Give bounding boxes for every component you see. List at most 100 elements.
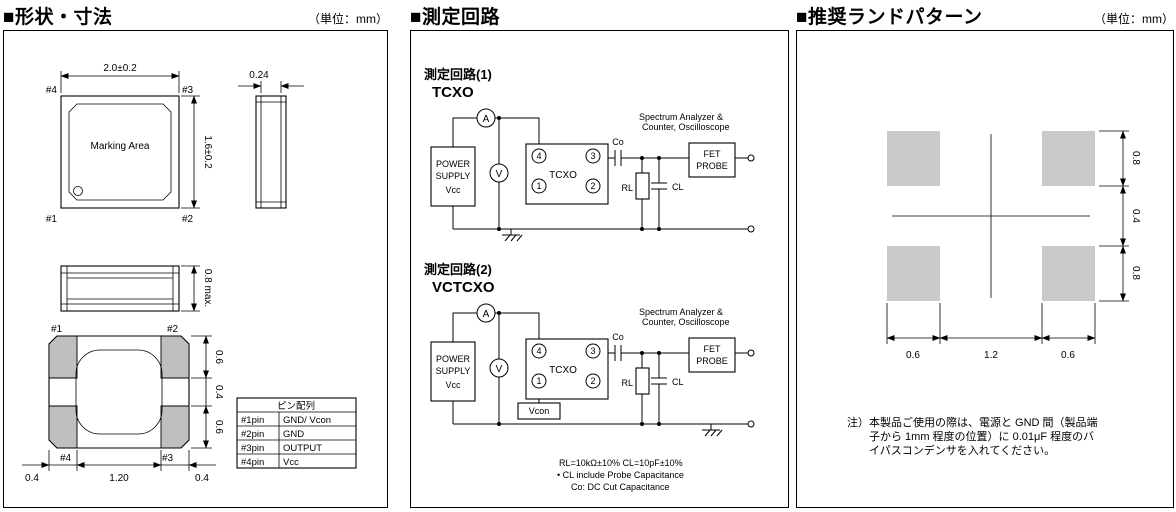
tcxo-dut-box: TCXO 4 3 1 2	[525, 143, 609, 205]
fet-probe-box-2: FET PROBE	[688, 337, 736, 373]
bottom-bottom-dimensions: 0.4 1.20 0.4	[22, 450, 216, 484]
power-label-1: POWER	[436, 159, 471, 169]
panel-dimensions-header: ■形状・寸法 （単位：mm）	[3, 2, 388, 28]
rl2-label: RL	[621, 378, 633, 388]
dut2-pin3: 3	[590, 346, 595, 356]
pin-table-r1-pin: #1pin	[241, 415, 264, 426]
land-pad-top-left	[887, 131, 940, 186]
land-pattern-drawing: 0.8 0.4 0.8 0.6 1.2 0.6 注	[847, 130, 1141, 457]
ammeter-2: A	[476, 303, 496, 323]
dut2-pin2: 2	[590, 376, 595, 386]
power2-label-2: SUPPLY	[436, 366, 471, 376]
output2-terminal-top	[747, 349, 755, 357]
circuit1-wires	[452, 116, 748, 231]
fet-probe-box: FET PROBE	[688, 142, 736, 178]
circuit-note-2: • CL include Probe Capacitance	[557, 470, 684, 480]
dut-pin1: 1	[536, 181, 541, 191]
height-dimension: 1.6±0.2	[181, 95, 213, 209]
cavity-outline	[75, 349, 163, 435]
lid-width-label: 0.24	[249, 70, 269, 81]
land-bottom-dimensions: 0.6 1.2 0.6	[886, 303, 1096, 361]
circuit-notes: RL=10kΩ±10% CL=10pF±10% • CL include Pro…	[557, 458, 684, 492]
circuit2-label: 測定回路(2)	[424, 262, 492, 277]
pad-4	[48, 405, 78, 449]
output2-terminal-bottom	[747, 420, 755, 428]
land-dim-pad-width-right: 0.6	[1061, 350, 1075, 361]
top-view-pin1-label: #1	[46, 214, 58, 225]
bottom-pin1-label: #1	[51, 324, 63, 335]
dut-pin3: 3	[590, 151, 595, 161]
land-right-dimensions: 0.8 0.4 0.8	[1099, 130, 1141, 302]
output-terminal-top	[747, 154, 755, 162]
ammeter: A	[476, 108, 496, 128]
cl2-label: CL	[672, 377, 684, 387]
analyzer-label-2: Counter, Oscilloscope	[642, 122, 730, 132]
voltmeter-label: V	[496, 169, 503, 180]
bottom-right-dimensions: 0.6 0.4 0.6	[191, 335, 224, 449]
pad-height-bottom-label: 0.6	[213, 420, 224, 434]
pad-width-left-label: 0.4	[25, 473, 39, 484]
output-terminal-bottom	[747, 225, 755, 233]
side-outline	[255, 95, 287, 209]
power-supply-box: POWER SUPPLY Vcc	[430, 146, 476, 207]
circuit2-wires	[452, 311, 748, 426]
dut-pin4: 4	[536, 151, 541, 161]
top-view-pin4-label: #4	[46, 85, 58, 96]
circuit-1: 測定回路(1) TCXO	[424, 67, 755, 242]
pin-table-border	[236, 397, 357, 469]
rl-resistor-2: RL	[621, 367, 650, 395]
fet2-label-2: PROBE	[696, 356, 728, 366]
land-dim-row-gap: 0.4	[1130, 209, 1141, 223]
circuit1-label: 測定回路(1)	[424, 67, 492, 82]
power-label-3: Vcc	[445, 185, 461, 195]
circuit-2: 測定回路(2) VCTCXO	[424, 262, 755, 437]
pin1-index-mark	[73, 186, 83, 196]
marking-area-label: Marking Area	[91, 141, 150, 152]
circuit2-name: VCTCXO	[432, 279, 495, 296]
cl-label: CL	[672, 182, 684, 192]
voltmeter: V	[489, 163, 509, 183]
pin-table: ピン配列 #1pin GND/ Vcon #2pin GND #3pin OUT…	[236, 397, 357, 469]
package-side-view-wide: 0.8 max.	[60, 265, 213, 312]
land-pad-bottom-right	[1042, 246, 1095, 301]
cl-capacitor: CL	[651, 182, 684, 192]
dut2-pin4: 4	[536, 346, 541, 356]
land-dim-col-gap: 1.2	[984, 350, 998, 361]
bottom-pin3-label: #3	[162, 453, 174, 464]
land-pad-bottom-left	[887, 246, 940, 301]
ground-symbol-2	[702, 424, 723, 437]
analyzer2-label-2: Counter, Oscilloscope	[642, 317, 730, 327]
package-top-view: Marking Area #4 #3 #1 #2 2.0±0.2	[46, 63, 213, 225]
analyzer-label-1: Spectrum Analyzer &	[639, 112, 723, 122]
voltmeter2-label: V	[496, 364, 503, 375]
circuit1-name: TCXO	[432, 84, 474, 101]
ammeter2-label: A	[483, 309, 490, 320]
dimensions-drawing: Marking Area #4 #3 #1 #2 2.0±0.2	[22, 63, 357, 484]
pin-table-header: ピン配列	[277, 400, 315, 412]
panel-land-pattern-title: ■推奨ランドパターン	[796, 7, 983, 28]
thickness-dimension: 0.8 max.	[181, 265, 213, 312]
co-capacitor: Co	[612, 137, 624, 166]
panel-land-pattern: ■推奨ランドパターン （単位：mm）	[796, 0, 1174, 508]
panel-dimensions-box: Marking Area #4 #3 #1 #2 2.0±0.2	[3, 30, 388, 508]
panel-dimensions-title: ■形状・寸法	[3, 7, 113, 28]
pin-table-r1-fn: GND/ Vcon	[283, 415, 331, 426]
dut-pin2: 2	[590, 181, 595, 191]
vcon-box: Vcon	[517, 402, 561, 420]
panel-circuit-box: 測定回路(1) TCXO	[410, 30, 789, 508]
package-outline	[60, 95, 180, 209]
pad-pitch-label: 1.20	[109, 473, 129, 484]
circuit-drawing: 測定回路(1) TCXO	[424, 67, 755, 492]
cl-capacitor-2: CL	[651, 377, 684, 387]
pad-height-top-label: 0.6	[213, 350, 224, 364]
dut-label: TCXO	[549, 170, 577, 181]
panel-dimensions: ■形状・寸法 （単位：mm） Marking Area #4 #3	[3, 0, 388, 508]
land-note-line-3: イパスコンデンサを入れてください。	[869, 443, 1055, 457]
voltmeter-2: V	[489, 358, 509, 378]
ammeter-label: A	[483, 114, 490, 125]
pin-table-r2-fn: GND	[283, 429, 304, 440]
land-pads	[887, 131, 1095, 301]
package-bottom-view: #1 #2 #4 #3 0.6 0.4 0	[22, 324, 224, 484]
thickness-dim-label: 0.8 max.	[202, 269, 213, 307]
